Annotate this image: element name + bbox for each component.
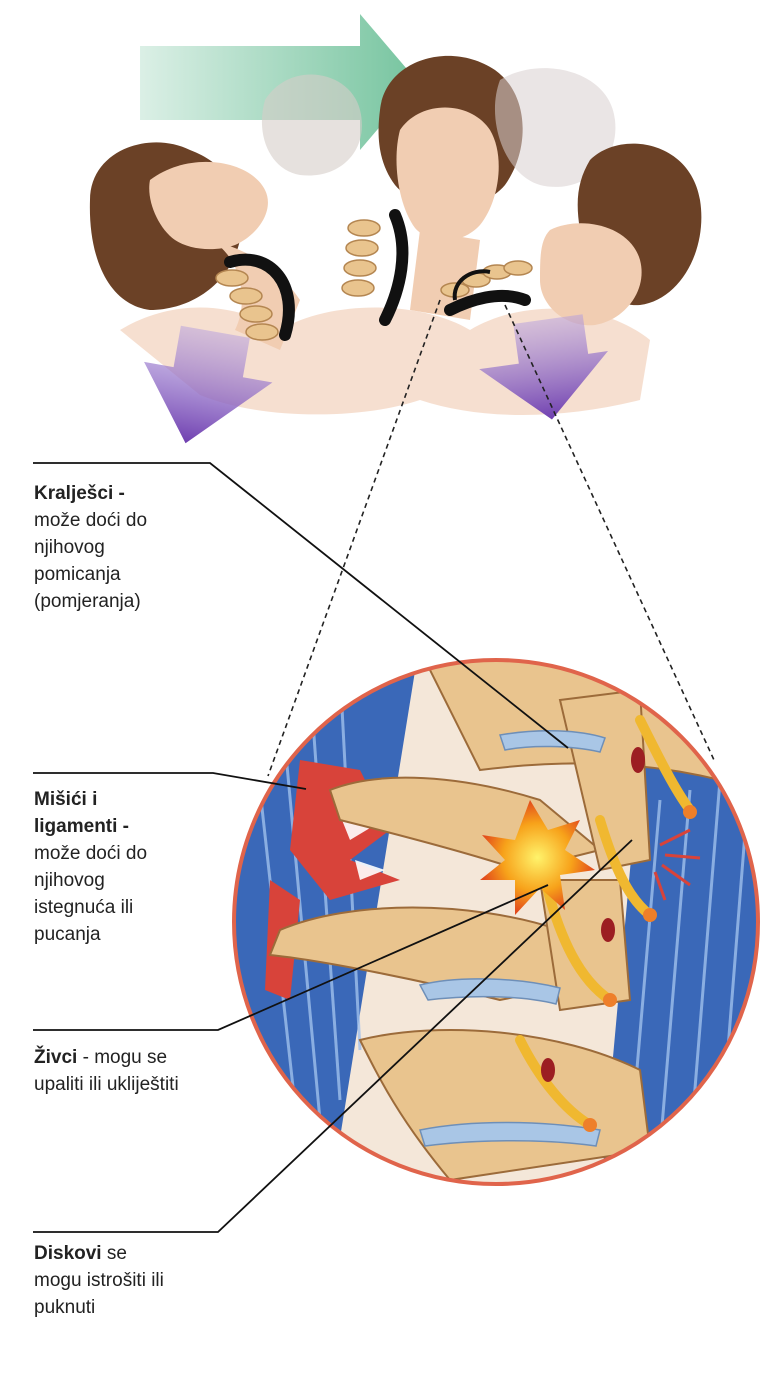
label-muscles: Mišići i ligamenti - može doći do njihov…: [34, 786, 147, 948]
label-muscles-title: ligamenti -: [34, 813, 147, 840]
label-discs-line: puknuti: [34, 1294, 164, 1321]
label-discs-line: mogu istrošiti ili: [34, 1267, 164, 1294]
head-motion-scene: [90, 14, 701, 456]
label-vertebrae-title: Kralješci -: [34, 480, 147, 507]
label-vertebrae-line: može doći do: [34, 507, 147, 534]
label-nerves-line: upaliti ili uklijеštiti: [34, 1071, 179, 1098]
label-vertebrae-line: pomicanja: [34, 561, 147, 588]
label-muscles-line: njihovog: [34, 867, 147, 894]
label-vertebrae-line: njihovog: [34, 534, 147, 561]
spine-detail-circle: [230, 640, 768, 1200]
label-nerves-rest: - mogu se: [77, 1047, 167, 1068]
motion-arc: [385, 215, 402, 320]
label-discs-title: Diskovi: [34, 1243, 102, 1264]
label-vertebrae: Kralješci - može doći do njihovog pomica…: [34, 480, 147, 615]
label-discs: Diskovi se mogu istrošiti ili puknuti: [34, 1240, 164, 1321]
label-muscles-line: istegnuća ili: [34, 894, 147, 921]
label-nerves-title: Živci: [34, 1047, 77, 1068]
label-muscles-line: pucanja: [34, 921, 147, 948]
cervical-spine-2: [342, 220, 380, 296]
label-discs-rest: se: [102, 1243, 127, 1264]
label-nerves: Živci - mogu se upaliti ili uklijеštiti: [34, 1044, 179, 1098]
label-muscles-title: Mišići i: [34, 786, 147, 813]
ghost-head: [262, 75, 362, 176]
label-muscles-line: može doći do: [34, 840, 147, 867]
label-vertebrae-line: (pomjeranja): [34, 588, 147, 615]
